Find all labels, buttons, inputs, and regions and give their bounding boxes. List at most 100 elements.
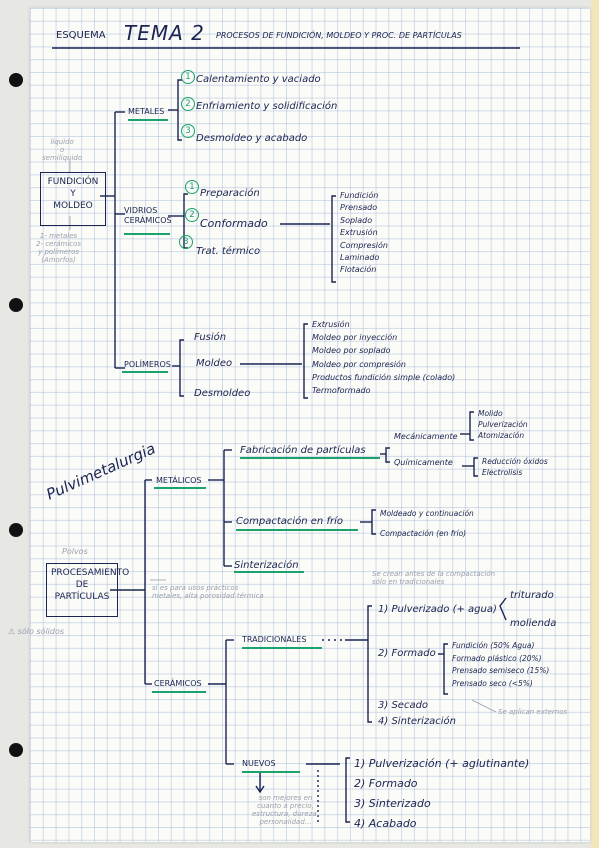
procesamiento-particulas-box: PROCESAMIENTO DE PARTÍCULAS — [46, 563, 129, 617]
pencil-line: personalidad... — [259, 818, 312, 826]
fabricacion-label: Fabricación de partículas — [240, 445, 366, 456]
grid-sheet — [30, 8, 590, 842]
pencil-line: líquido — [50, 138, 74, 146]
pencil-line: 2- cerámicos — [36, 240, 82, 248]
quimicamente-list: Reducción óxidos Electrolisis — [482, 456, 548, 478]
metales-step: Enfriamiento y solidificación — [196, 101, 338, 112]
tradicional-step: 3) Secado — [378, 700, 429, 711]
list-item: Formado plástico (20%) — [452, 653, 542, 663]
vidrios-step: Preparación — [200, 188, 260, 199]
box-line: Y — [70, 189, 76, 199]
box-line: DE — [75, 580, 89, 590]
pencil-line: cuanto a precio, — [257, 802, 314, 810]
list-item: Electrolisis — [482, 468, 523, 477]
pencil-line: 1- metales — [39, 232, 78, 240]
pencil-note-externos: Se aplican externos — [498, 708, 568, 716]
step-number: 2 — [181, 97, 195, 111]
moldeo-list: Extrusión Moldeo por inyección Moldeo po… — [312, 318, 455, 397]
metales-step: Calentamiento y vaciado — [196, 74, 321, 85]
tradicional-step: 1) Pulverizado (+ agua) — [378, 604, 497, 615]
list-item: Laminado — [340, 253, 380, 263]
list-item: Atomización — [478, 431, 525, 440]
pulverizado-option: triturado — [510, 590, 554, 601]
nuevos-label: NUEVOS — [242, 759, 276, 768]
compactacion-label: Compactación en frío — [236, 516, 343, 527]
metales-label: METALES — [128, 107, 165, 116]
binder-hole — [9, 743, 23, 757]
nuevos-steps: 1) Pulverización (+ aglutinante) 2) Form… — [354, 754, 529, 834]
pulverizado-option: molienda — [510, 618, 557, 629]
pencil-line: y polímeros — [38, 248, 79, 256]
vidrios-step: Conformado — [200, 217, 268, 230]
pencil-note-liquido: líquido o semilíquido — [42, 138, 82, 162]
ceramicos-label: CERÁMICOS — [154, 679, 202, 688]
fundicion-moldeo-box: FUNDICIÓN Y MOLDEO — [40, 172, 106, 226]
vidrios-label: VIDRIOS CERÁMICOS — [124, 206, 172, 226]
pencil-note-porosidad: si es para usos prácticos metales, alta … — [152, 584, 264, 600]
tradicional-step: 4) Sinterización — [378, 716, 456, 727]
header-title: PROCESOS DE FUNDICIÓN, MOLDEO Y PROC. DE… — [216, 31, 462, 40]
header-label: ESQUEMA — [56, 30, 106, 41]
binder-hole — [9, 523, 23, 537]
list-item: Moldeo por inyección — [312, 333, 398, 343]
mecanicamente-label: Mecánicamente — [394, 432, 458, 441]
header-tema: TEMA 2 — [124, 21, 205, 45]
list-item: Moldeo por compresión — [312, 359, 406, 369]
page-edge — [591, 0, 599, 848]
sinterizacion-label: Sinterización — [234, 560, 299, 571]
step-number: 1 — [185, 180, 199, 194]
pencil-line: si es para usos prácticos — [152, 584, 239, 592]
list-item: Termoformado — [312, 386, 371, 396]
tradicional-step: 2) Formado — [378, 648, 436, 659]
list-item: 1) Pulverización (+ aglutinante) — [354, 757, 530, 770]
pencil-note-polvos: Polvos — [62, 547, 88, 556]
list-item: Extrusión — [340, 228, 378, 238]
quimicamente-label: Químicamente — [394, 458, 453, 467]
label-line: CERÁMICOS — [124, 216, 172, 225]
pencil-note-nuevos: son mejores en cuanto a precio, estructu… — [252, 794, 319, 826]
list-item: 2) Formado — [354, 777, 418, 790]
metales-step: Desmoldeo y acabado — [196, 133, 308, 144]
pencil-note-materiales: 1- metales 2- cerámicos y polímeros (Amo… — [36, 232, 81, 264]
list-item: Prensado semiseco (15%) — [452, 666, 550, 675]
pencil-line: son mejores en — [258, 794, 313, 802]
step-number: 1 — [181, 70, 195, 84]
label-line: VIDRIOS — [124, 206, 158, 215]
pencil-line: metales, alta porosidad térmica — [152, 592, 264, 600]
step-number: 3 — [181, 124, 195, 138]
step-number: 3 — [179, 235, 193, 249]
polimeros-step: Moldeo — [196, 358, 233, 369]
formado-list: Fundición (50% Agua) Formado plástico (2… — [452, 640, 549, 690]
tradicionales-label: TRADICIONALES — [242, 635, 307, 644]
vidrios-step: Trat. térmico — [196, 246, 261, 257]
list-item: Prensado — [340, 203, 378, 213]
list-item: 4) Acabado — [354, 817, 417, 830]
pencil-note-solidos: ⚠ sólo sólidos — [8, 627, 65, 636]
list-item: Pulverización — [478, 420, 528, 429]
polimeros-step: Desmoldeo — [194, 388, 251, 399]
list-item: Fundición (50% Agua) — [452, 641, 535, 650]
list-item: Productos fundición simple (colado) — [312, 372, 456, 382]
box-line: MOLDEO — [53, 201, 93, 211]
binder-hole — [9, 73, 23, 87]
list-item: Soplado — [340, 215, 373, 225]
compactacion-list: Moldeado y continuación Compactación (en… — [380, 504, 474, 544]
list-item: Compactación (en frío) — [380, 529, 467, 538]
list-item: Extrusión — [312, 320, 350, 329]
list-item: Compresión — [340, 240, 388, 250]
box-line: FUNDICIÓN — [47, 177, 99, 187]
list-item: Moldeo por soplado — [312, 346, 391, 356]
list-item: Molido — [478, 409, 503, 418]
pencil-line: o — [59, 146, 65, 154]
mecanicamente-list: Molido Pulverización Atomización — [478, 408, 528, 441]
list-item: Fundición — [340, 191, 379, 200]
list-item: Moldeado y continuación — [380, 509, 474, 518]
list-item: Prensado seco (<5%) — [452, 678, 533, 688]
polimeros-label: POLÍMEROS — [124, 360, 171, 369]
list-item: Reducción óxidos — [482, 457, 548, 466]
pencil-line: sólo en tradicionales — [372, 578, 445, 586]
step-number: 2 — [185, 208, 199, 222]
list-item: 3) Sinterizado — [354, 797, 431, 810]
